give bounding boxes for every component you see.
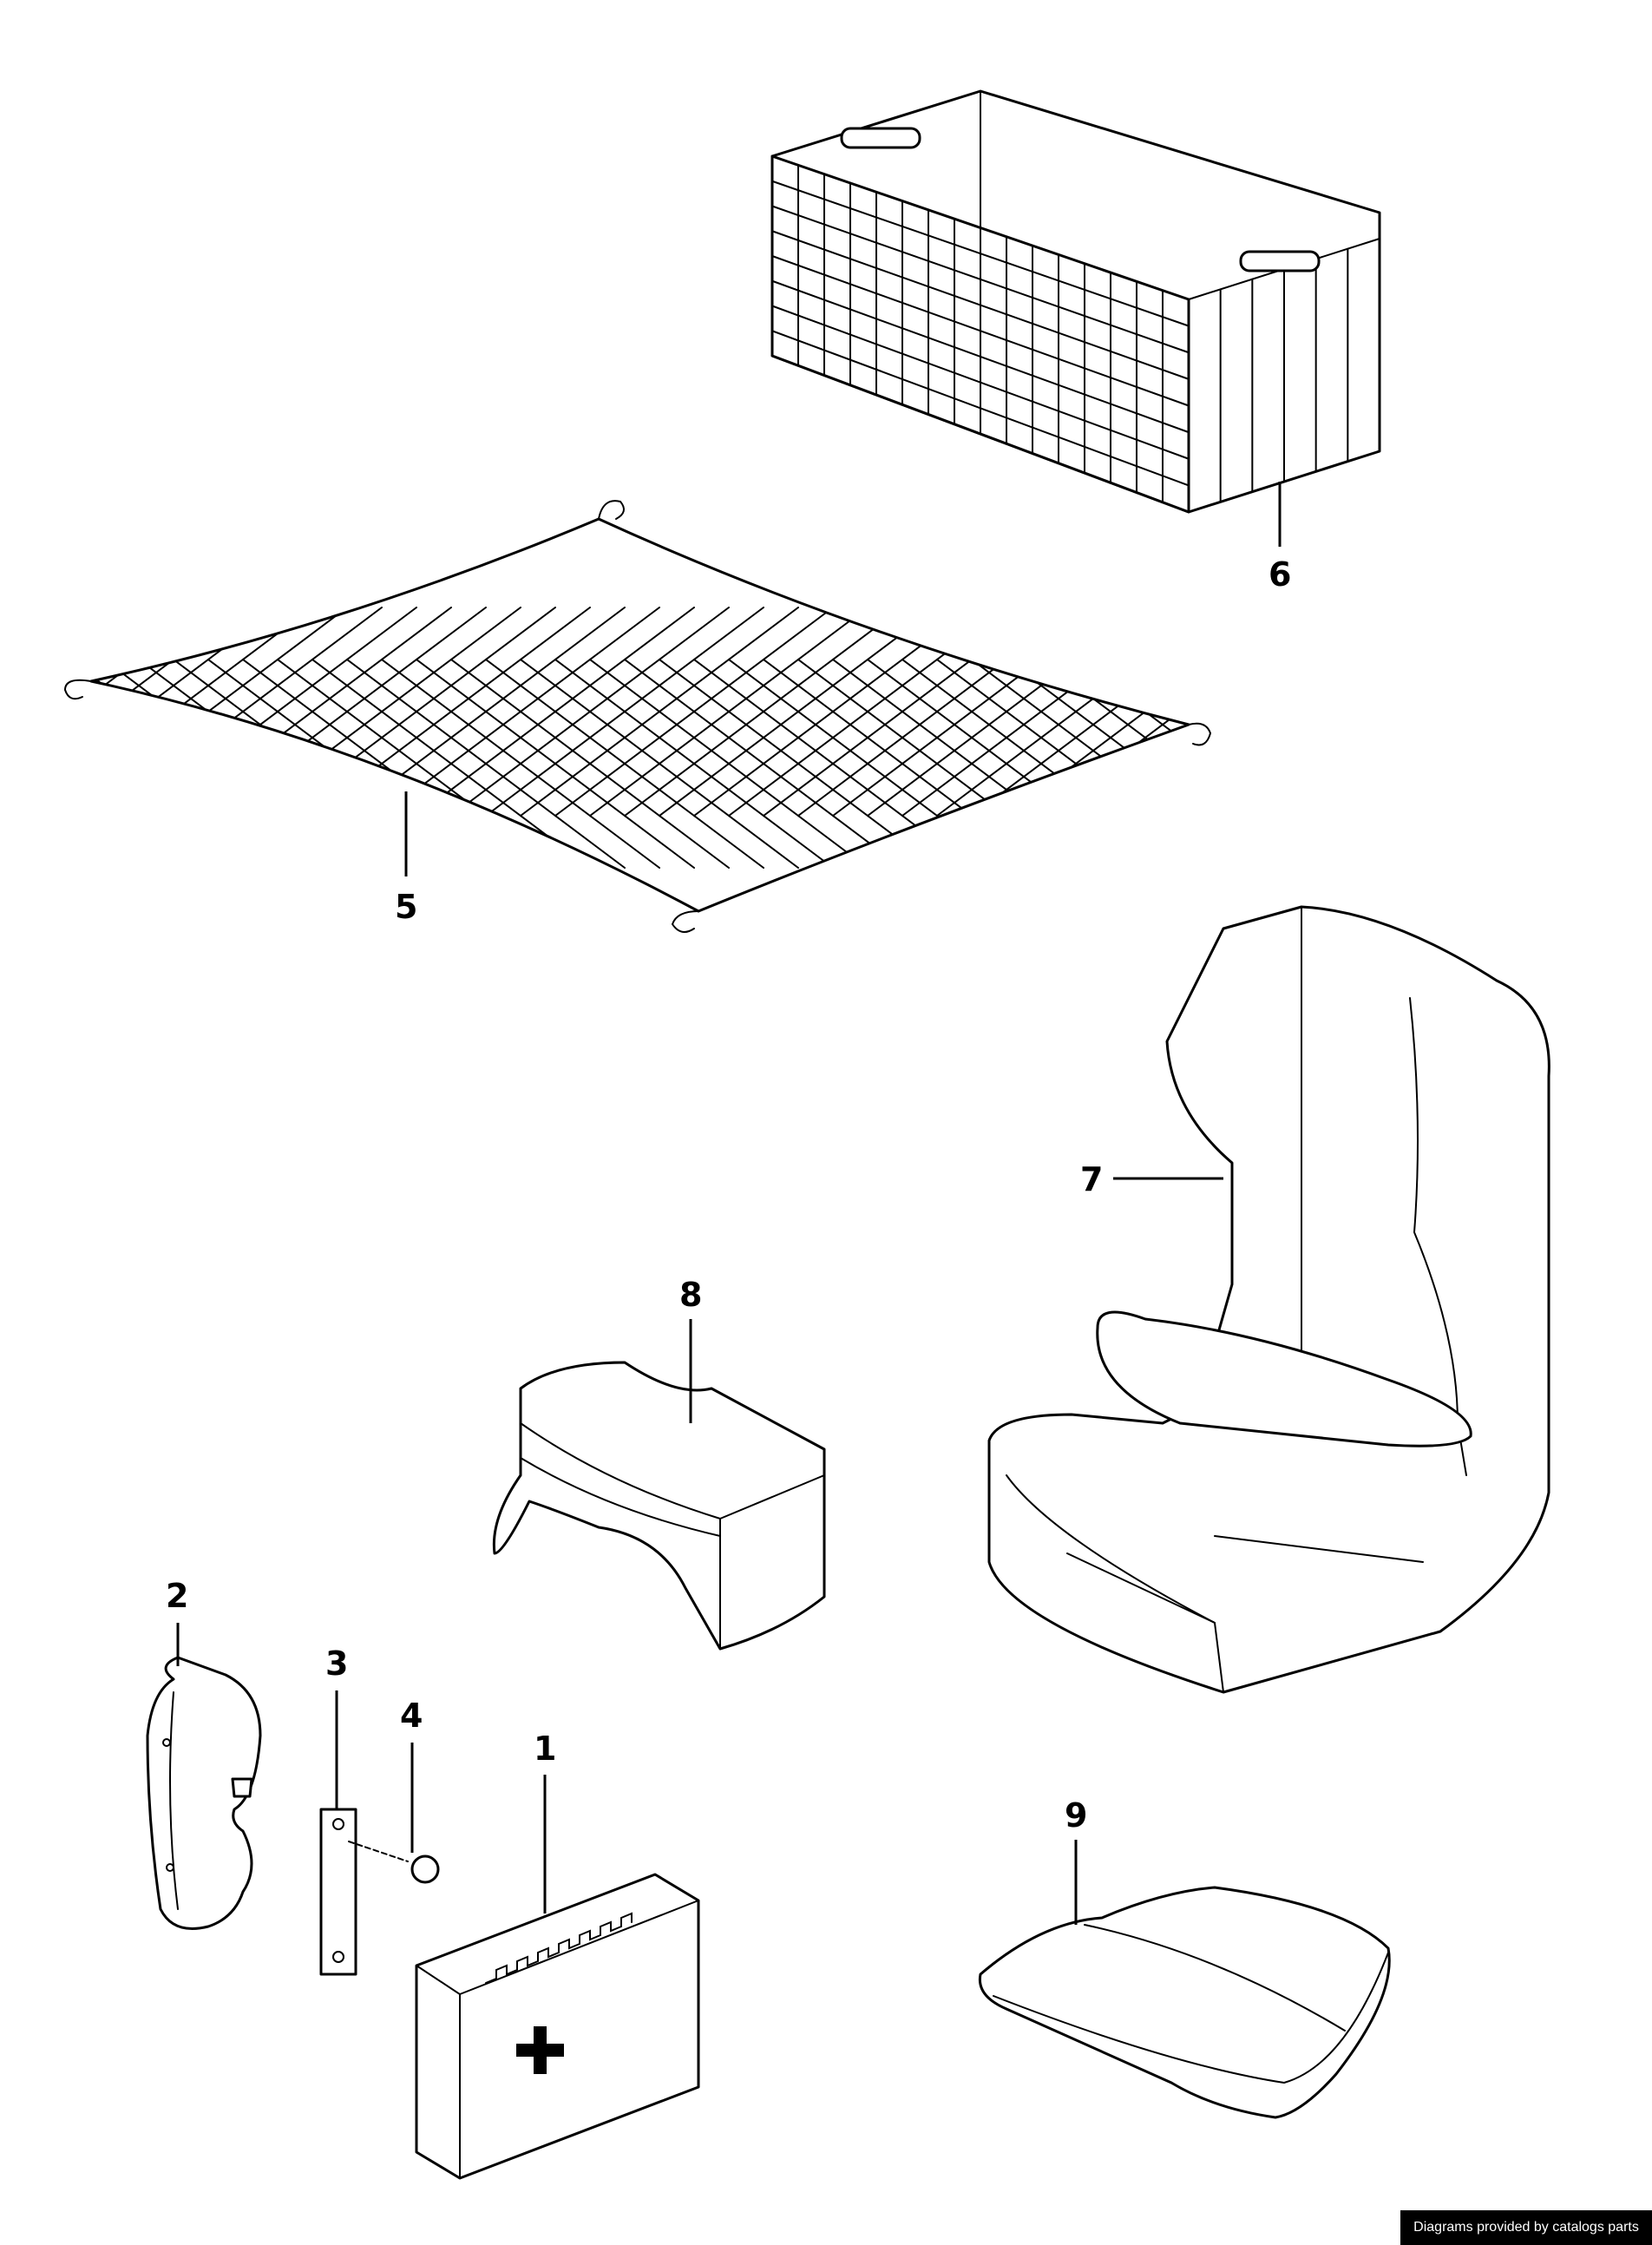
- part-label: 1: [534, 1730, 556, 1768]
- wire-basket: [770, 89, 1381, 514]
- seat-cushion: [978, 1886, 1391, 2119]
- part-label: 2: [166, 1577, 188, 1615]
- part-label: 3: [325, 1644, 348, 1683]
- booster-seat: [492, 1361, 826, 1651]
- part-label: 9: [1065, 1796, 1087, 1835]
- bracket-plate: [319, 1808, 357, 1976]
- screw: [348, 1841, 440, 1884]
- part-label: 6: [1268, 555, 1291, 594]
- first-aid-kit: [415, 1873, 700, 2180]
- part-label: 4: [400, 1697, 423, 1735]
- part-label: 8: [679, 1276, 702, 1314]
- footer-credit: Diagrams provided by catalogs parts: [1400, 2210, 1652, 2245]
- child-seat: [987, 905, 1550, 1694]
- part-label: 5: [395, 888, 417, 926]
- cross-icon: [516, 2026, 564, 2074]
- holder-strap: [146, 1656, 262, 1930]
- part-label: 7: [1080, 1160, 1103, 1198]
